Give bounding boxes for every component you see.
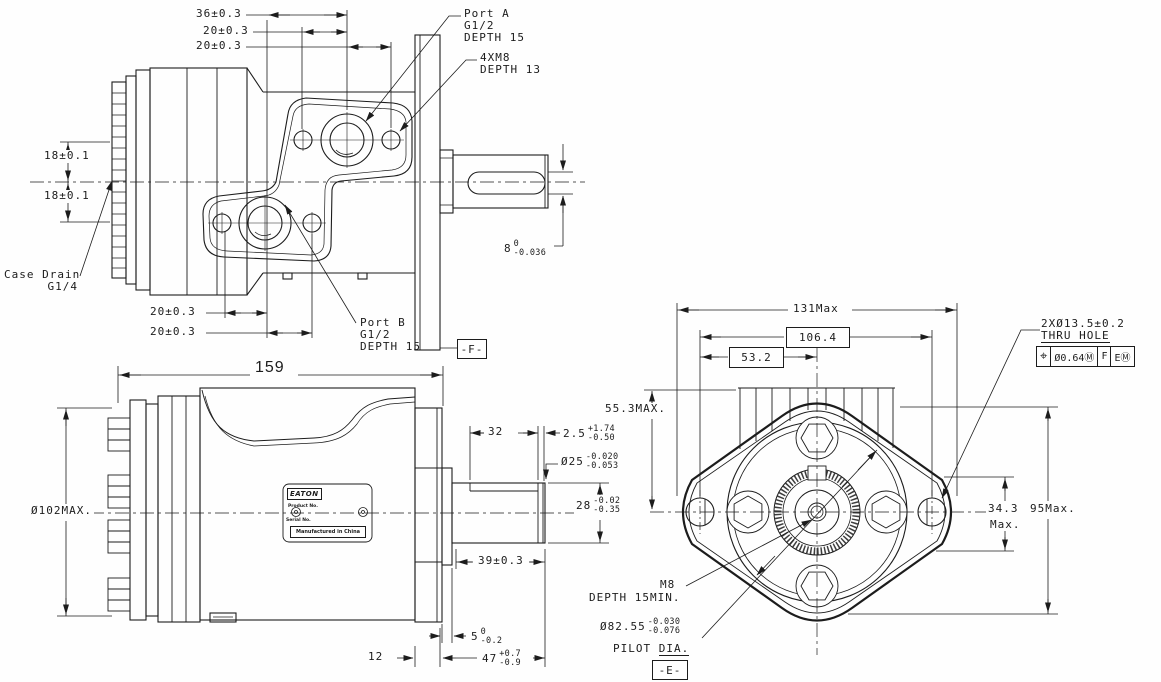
dim-159: 159 (253, 359, 287, 377)
dim-39: 39±0.3 (476, 554, 526, 567)
dim-106: 106.4 (786, 327, 850, 348)
nameplate-serial: Serial No. (286, 518, 311, 523)
port-a-thread: G1/2 (464, 19, 495, 32)
position-symbol-icon: ⌖ (1037, 347, 1052, 366)
dim-95: 95Max. (1028, 502, 1078, 515)
nameplate-origin: Manufactured in China (290, 526, 366, 538)
dim-12: 12 (368, 650, 384, 663)
pilot-dia-value: Ø82.55 -0.030-0.076 (600, 617, 681, 636)
bolt-callout: 4XM8 (480, 51, 511, 64)
port-a-label: Port A (464, 7, 510, 20)
dim-20-3: 20±0.3 (150, 305, 196, 318)
dim-34-suffix: Max. (988, 518, 1023, 531)
bottom-view-geometry (90, 387, 585, 623)
thru-hole-label: THRU HOLE (1041, 329, 1110, 343)
dia-25: Ø25 -0.020-0.053 (561, 452, 619, 471)
dim-20-1: 20±0.3 (203, 24, 249, 37)
gdt-tolerance: Ø0.64Ⓜ (1051, 347, 1099, 366)
datum-e: -E- (652, 660, 688, 680)
port-a-depth: DEPTH 15 (464, 31, 525, 44)
gdt-datum-2: EⓂ (1114, 353, 1131, 364)
dim-18-1: 18±0.1 (42, 149, 92, 162)
bolt-callout-depth: DEPTH 13 (480, 63, 541, 76)
case-drain-label: Case Drain (4, 268, 81, 281)
datum-f: -F- (457, 339, 487, 359)
dim-20-2: 20±0.3 (196, 39, 242, 52)
port-b-depth: DEPTH 15 (360, 340, 421, 353)
dim-32: 32 (486, 425, 506, 438)
dim-47: 47 +0.7-0.9 (480, 649, 523, 668)
dia-102: Ø102MAX. (29, 504, 94, 517)
dim-2-5: 2.5 +1.74-0.50 (563, 424, 615, 443)
dim-28: 28 -0.02-0.35 (574, 496, 623, 515)
pilot-dia-label: PILOT DIA. (613, 642, 690, 656)
m8-callout: M8 (660, 578, 676, 591)
dim-5: 5 0-0.2 (471, 627, 503, 646)
dim-18-2: 18±0.1 (42, 189, 92, 202)
dim-55: 55.3MAX. (603, 402, 668, 415)
bottom-view-dimensions (57, 366, 609, 667)
nameplate-product: Product No. (288, 504, 318, 509)
port-b-label: Port B (360, 316, 406, 329)
dim-20-4: 20±0.3 (150, 325, 196, 338)
dim-53: 53.2 (729, 347, 784, 368)
case-drain-thread: G1/4 (47, 280, 78, 293)
nameplate: EATON Product No. Serial No. Manufacture… (283, 484, 372, 542)
m8-depth: DEPTH 15MIN. (589, 591, 681, 604)
dim-36: 36±0.3 (196, 7, 242, 20)
gdt-frame: ⌖ Ø0.64Ⓜ F EⓂ (1036, 346, 1135, 367)
end-view-dimensions (644, 303, 1058, 639)
port-b-thread: G1/2 (360, 328, 391, 341)
end-view-geometry (650, 348, 1016, 655)
top-view-geometry (30, 34, 585, 351)
dim-keyway-width: 8 0-0.036 (504, 239, 547, 258)
gdt-datum-1: F (1098, 347, 1112, 366)
dim-131: 131Max (791, 302, 841, 315)
dim-34-value: 34.3 (986, 502, 1021, 515)
top-view-dimensions (60, 10, 573, 349)
brand-logo: EATON (287, 488, 322, 500)
thru-hole-size: 2XØ13.5±0.2 (1041, 317, 1125, 330)
